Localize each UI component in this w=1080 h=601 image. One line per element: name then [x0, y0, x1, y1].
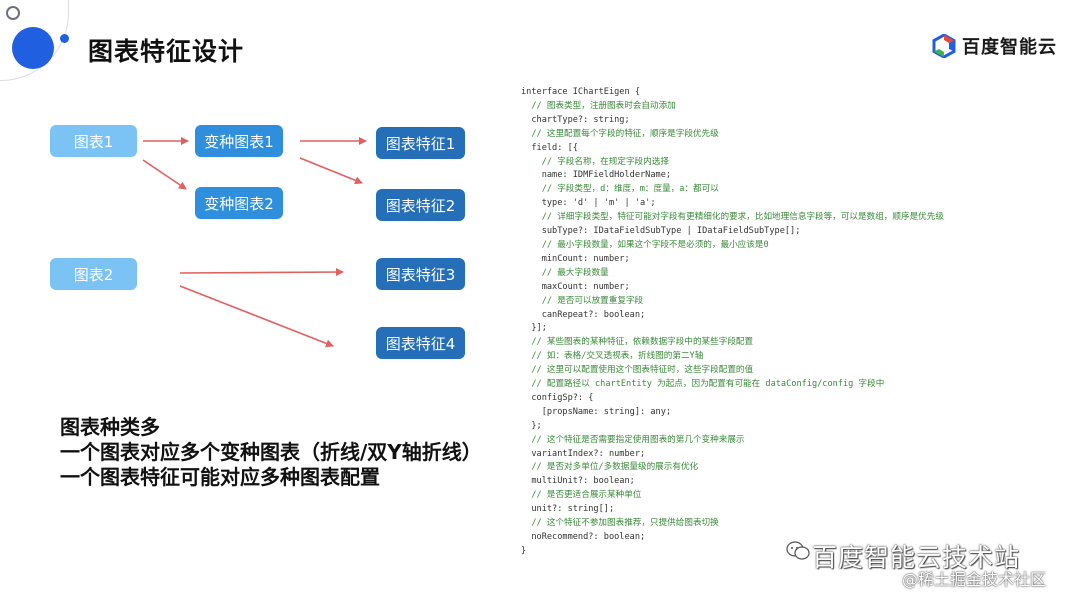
feature3-box: 图表特征3	[376, 258, 465, 290]
code-line: multiUnit?: boolean;	[521, 476, 635, 487]
code-line: // 图表类型，注册图表时会自动添加	[521, 100, 676, 111]
code-line: chartType?: string;	[521, 114, 630, 125]
code-line: minCount: number;	[521, 253, 630, 264]
code-line: unit?: string[];	[521, 504, 615, 515]
slide-title: 图表特征设计	[88, 37, 245, 66]
variant1-box: 变种图表1	[195, 125, 283, 157]
code-line: // 详细字段类型，特征可能对字段有更精细化的要求，比如地理信息字段等，可以是数…	[521, 212, 944, 223]
code-line: noRecommend?: boolean;	[521, 532, 646, 542]
code-line: interface IChartEigen {	[521, 87, 640, 97]
baidu-cloud-icon	[932, 34, 956, 58]
code-line: // 是否更适合展示某种单位	[521, 490, 642, 501]
code-line: name: IDMFieldHolderName;	[521, 170, 672, 181]
wechat-icon	[786, 541, 810, 560]
code-line: }	[521, 545, 527, 556]
code-line: configSp?: {	[521, 392, 594, 403]
code-line: // 最小字段数量，如果这个字段不是必须的，最小应该是0	[521, 239, 769, 250]
code-line: // 这个特征不参加图表推荐，只提供给图表切换	[521, 518, 719, 529]
chart1-box: 图表1	[50, 125, 137, 157]
code-line: // 字段名称，在规定字段内选择	[521, 156, 669, 167]
code-line: canRepeat?: boolean;	[521, 309, 646, 320]
code-line: subType?: IDataFieldSubType | IDataField…	[521, 226, 801, 237]
feature2-box: 图表特征2	[376, 189, 465, 221]
arrow-chart1-variant2	[142, 159, 187, 190]
brand-name: 百度智能云	[962, 37, 1057, 58]
variant2-box: 变种图表2	[195, 187, 283, 219]
code-line: // 配置路径以 chartEntity 为起点，因为配置有可能在 dataCo…	[521, 379, 885, 390]
feature1-box: 图表特征1	[376, 127, 465, 159]
watermark-sub: @稀土掘金技术社区	[902, 570, 1047, 589]
code-line: // 是否对多单位/多数据量级的展示有优化	[521, 462, 699, 473]
small-dot-decoration	[60, 34, 69, 43]
brand-logo: 百度智能云	[932, 33, 1057, 59]
code-line: variantIndex?: number;	[521, 448, 646, 459]
summary-line-1: 图表种类多	[60, 415, 160, 439]
chart2-box: 图表2	[50, 258, 137, 290]
code-line: // 如：表格/交叉透视表，折线图的第二Y轴	[521, 351, 704, 362]
code-line: // 这里配置每个字段的特征，顺序是字段优先级	[521, 128, 719, 139]
big-dot-decoration	[12, 27, 54, 69]
watermark-main: 百度智能云技术站	[812, 543, 1021, 572]
arrow-variant1-feature2	[299, 157, 363, 185]
summary-text: 图表种类多 一个图表对应多个变种图表（折线/双Y轴折线） 一个图表特征可能对应多…	[60, 415, 482, 490]
feature4-box: 图表特征4	[376, 327, 465, 359]
code-line: // 这里可以配置使用这个图表特征时，这些字段配置的值	[521, 365, 754, 376]
code-line: }];	[521, 323, 547, 334]
code-line: // 某些图表的某种特征，依赖数据字段中的某些字段配置	[521, 337, 754, 348]
code-line: // 是否可以放置重复字段	[521, 295, 644, 306]
ring-decoration	[6, 6, 20, 20]
code-block: interface IChartEigen { // 图表类型，注册图表时会自动…	[521, 86, 1041, 559]
diagram-arrows	[142, 137, 367, 348]
summary-line-2: 一个图表对应多个变种图表（折线/双Y轴折线）	[60, 440, 482, 464]
code-line: };	[521, 420, 542, 431]
code-line: // 字段类型，d：维度，m：度量，a：都可以	[521, 184, 719, 195]
summary-line-3: 一个图表特征可能对应多种图表配置	[60, 465, 380, 489]
arrow-chart2-feature4	[179, 285, 334, 348]
code-line: type: 'd' | 'm' | 'a';	[521, 198, 656, 209]
code-line: // 最大字段数量	[521, 267, 609, 278]
code-line: maxCount: number;	[521, 281, 630, 292]
arrow-chart2-feature3	[179, 268, 344, 277]
code-line: // 这个特征是否需要指定使用图表的第几个变种来展示	[521, 434, 745, 445]
code-line: field: [{	[521, 142, 578, 153]
code-line: [propsName: string]: any;	[521, 406, 672, 417]
